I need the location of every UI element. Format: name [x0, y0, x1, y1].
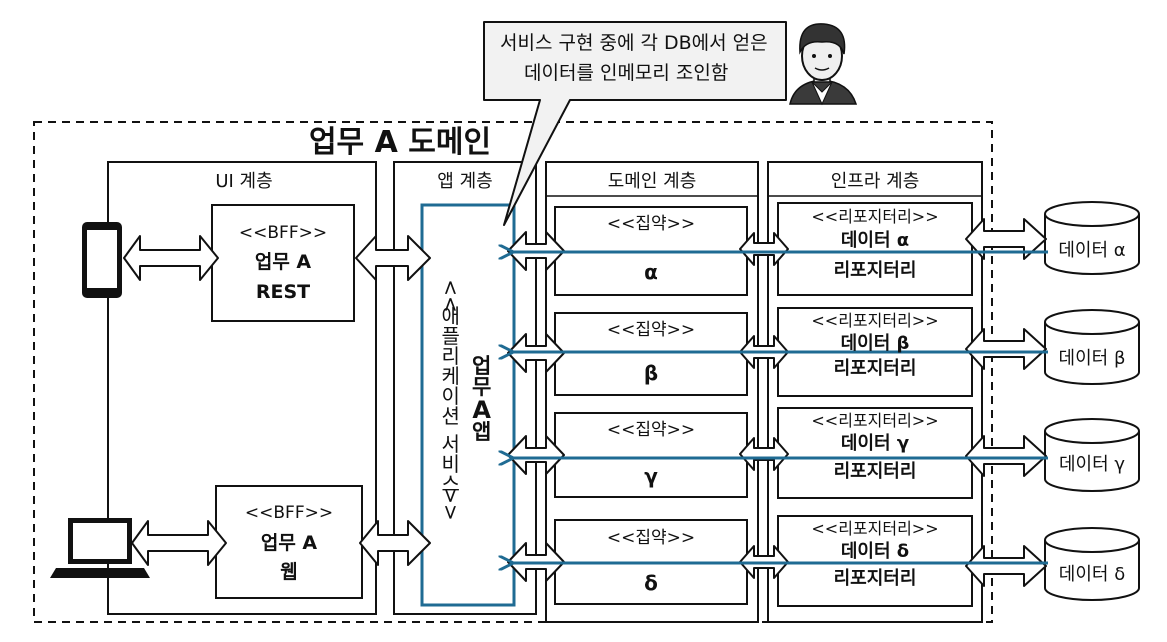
repository-line1-delta: 데이터 δ: [840, 541, 910, 562]
repository-line2-gamma: 리포지터리: [833, 461, 917, 482]
repository-line2-alpha: 리포지터리: [833, 260, 917, 281]
domain-boundary: [33, 121, 993, 623]
infra-layer-label: 인프라 계층: [830, 171, 920, 192]
repository-line1-gamma: 데이터 γ: [840, 433, 910, 454]
bff-rest-stereotype: <<BFF>>: [238, 223, 328, 243]
laptop-icon: [50, 518, 150, 578]
repository-line2-delta: 리포지터리: [833, 568, 917, 589]
speech-line-2: 데이터를 인메모리 조인함: [524, 62, 729, 84]
domain-infra-arrow-gamma: [739, 437, 789, 471]
ui-layer-label: UI 계층: [215, 171, 273, 192]
repository-line1-alpha: 데이터 α: [840, 230, 910, 251]
bff-web-type: 웹: [280, 561, 298, 583]
domain-layer-box: [545, 161, 759, 623]
speech-bubble: [483, 21, 787, 226]
aggregate-stereotype-beta: <<집약>>: [606, 320, 696, 340]
app-service-name: 업 무 A 앱: [472, 354, 492, 444]
repository-line1-beta: 데이터 β: [840, 333, 910, 354]
repository-box-alpha: [777, 202, 973, 296]
laptop-bff-arrow: [131, 520, 227, 566]
speech-line-1: 서비스 구현 중에 각 DB에서 얻은: [500, 32, 768, 54]
app-service-box: [420, 203, 516, 607]
database-label-beta: 데이터 β: [1058, 348, 1126, 369]
bff-web-app-arrow: [359, 520, 431, 566]
aggregate-box-beta: [554, 312, 748, 396]
phone-bff-arrow: [123, 235, 219, 281]
repository-line2-beta: 리포지터리: [833, 358, 917, 379]
aggregate-stereotype-gamma: <<집약>>: [606, 420, 696, 440]
ui-layer-box: [107, 161, 377, 615]
aggregate-stereotype-alpha: <<집약>>: [606, 214, 696, 234]
aggregate-name-delta: δ: [644, 571, 658, 595]
repository-box-gamma: [777, 407, 973, 499]
database-gamma: [1044, 418, 1140, 492]
repo-db-arrow-beta: [965, 328, 1047, 370]
repository-stereotype-alpha: <<리포지터리>>: [811, 207, 939, 226]
app-layer-label: 앱 계층: [437, 171, 493, 192]
repository-box-delta: [777, 515, 973, 607]
repository-stereotype-beta: <<리포지터리>>: [811, 311, 939, 330]
app-layer-box: [393, 161, 537, 615]
bff-web-box: [215, 485, 363, 599]
repository-stereotype-gamma: <<리포지터리>>: [811, 411, 939, 430]
database-label-gamma: 데이터 γ: [1058, 454, 1126, 475]
database-label-alpha: 데이터 α: [1058, 240, 1126, 261]
aggregate-name-beta: β: [643, 361, 659, 385]
person-avatar: [789, 23, 858, 106]
aggregate-stereotype-delta: <<집약>>: [606, 528, 696, 548]
repository-stereotype-delta: <<리포지터리>>: [811, 519, 939, 538]
app-service-stereotype: << 애 플 리 케 이 션 서 비 스 >>: [438, 279, 463, 521]
bff-rest-name: 업무 A: [254, 251, 312, 273]
domain-title: 업무 A 도메인: [308, 125, 492, 160]
app-domain-arrow-gamma: [507, 435, 565, 475]
bff-rest-app-arrow: [355, 235, 431, 281]
bff-web-name: 업무 A: [260, 532, 318, 554]
repo-db-arrow-delta: [965, 545, 1047, 587]
smartphone-icon: [82, 222, 122, 298]
domain-layer-label: 도메인 계층: [607, 171, 697, 192]
aggregate-name-alpha: α: [644, 260, 658, 284]
database-delta: [1044, 527, 1140, 601]
database-alpha: [1044, 201, 1140, 275]
infra-layer-box: [767, 161, 983, 623]
database-label-delta: 데이터 δ: [1058, 564, 1126, 585]
database-beta: [1044, 309, 1140, 385]
bff-web-stereotype: <<BFF>>: [244, 503, 334, 523]
bff-rest-type: REST: [255, 281, 311, 303]
bff-rest-box: [211, 204, 355, 322]
domain-infra-arrow-alpha: [739, 232, 789, 266]
aggregate-name-gamma: γ: [644, 464, 658, 488]
repo-db-arrow-gamma: [965, 435, 1047, 477]
